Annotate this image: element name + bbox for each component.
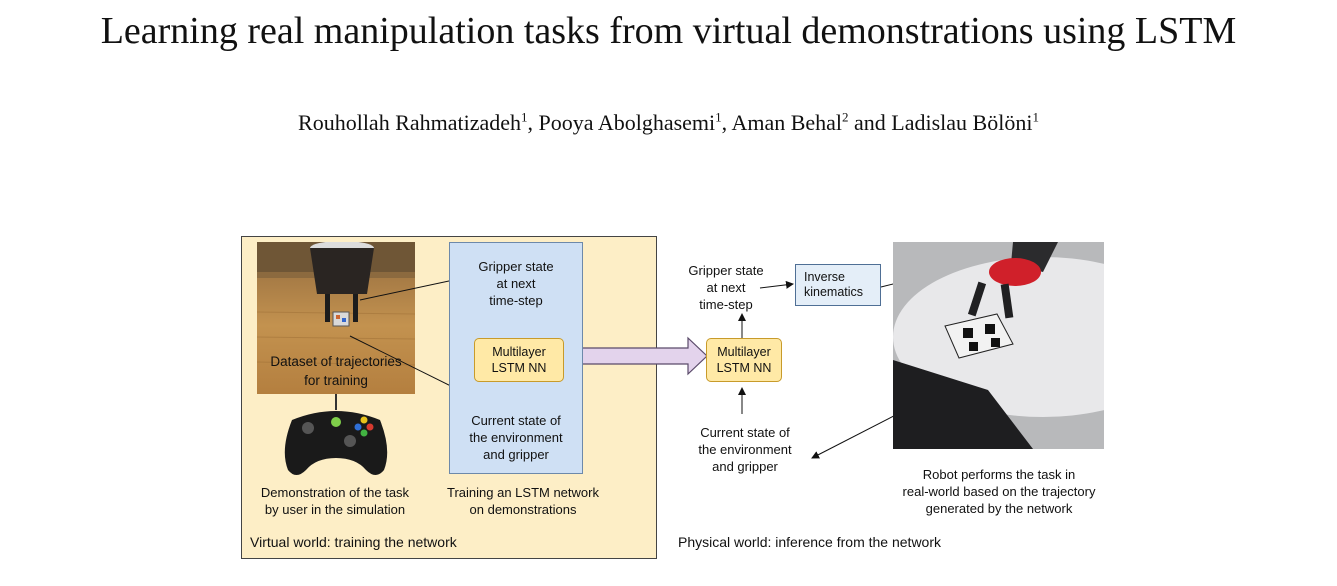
ik-label-line: kinematics	[804, 285, 864, 299]
gripper-next-state-label-physical: Gripper state at next time-step	[672, 262, 780, 313]
robot-scene	[893, 242, 1104, 449]
current-state-line: and gripper	[712, 459, 778, 474]
gripper-next-state-line: time-step	[699, 297, 753, 312]
ik-label-line: Inverse	[804, 270, 845, 284]
demonstration-label-line: Demonstration of the task	[260, 485, 410, 500]
author-name: Aman Behal	[731, 110, 843, 135]
physical-panel-caption: Physical world: inference from the netwo…	[678, 534, 941, 550]
simulation-scene	[257, 242, 415, 366]
lstm-label-line: Multilayer	[717, 345, 771, 359]
gripper-next-state-line: at next	[496, 276, 536, 291]
author-name: Ladislau Bölöni	[891, 110, 1033, 135]
training-label: Training an LSTM network on demonstratio…	[428, 484, 618, 518]
robot-photo	[893, 242, 1104, 449]
current-state-line: Current state of	[471, 413, 561, 428]
author-name: Rouhollah Rahmatizadeh	[298, 110, 522, 135]
gripper-next-state-line: Gripper state	[478, 259, 554, 274]
current-state-line: the environment	[698, 442, 792, 457]
robot-performs-line: Robot performs the task in	[922, 467, 1076, 482]
lstm-network-box: Multilayer LSTM NN	[474, 338, 564, 382]
author-separator: ,	[527, 110, 539, 135]
training-label-line: on demonstrations	[469, 502, 577, 517]
inverse-kinematics-box: Inverse kinematics	[795, 264, 881, 306]
author-separator: and	[848, 110, 892, 135]
author-affiliation: 1	[521, 109, 528, 125]
robot-performs-line: real-world based on the trajectory	[902, 484, 1096, 499]
author-affiliation: 1	[1032, 109, 1039, 125]
lstm-network-box-physical: Multilayer LSTM NN	[706, 338, 782, 382]
gripper-next-state-label: Gripper state at next time-step	[449, 258, 583, 309]
current-state-line: and gripper	[483, 447, 549, 462]
lstm-label-line: LSTM NN	[716, 361, 772, 375]
virtual-panel-caption: Virtual world: training the network	[250, 534, 457, 550]
demonstration-label: Demonstration of the task by user in the…	[241, 484, 429, 518]
robot-performs-line: generated by the network	[925, 501, 1073, 516]
gripper-next-state-line: Gripper state	[688, 263, 764, 278]
author-name: Pooya Abolghasemi	[538, 110, 716, 135]
robot-performs-label: Robot performs the task in real-world ba…	[884, 466, 1114, 517]
current-state-line: Current state of	[700, 425, 790, 440]
current-state-label: Current state of the environment and gri…	[449, 412, 583, 463]
training-label-line: Training an LSTM network	[447, 485, 599, 500]
lstm-label-line: Multilayer	[492, 345, 546, 359]
gripper-next-state-line: at next	[706, 280, 746, 295]
current-state-line: the environment	[469, 430, 563, 445]
author-affiliation: 1	[715, 109, 722, 125]
gripper-next-state-line: time-step	[489, 293, 543, 308]
lstm-label-line: LSTM NN	[491, 361, 547, 375]
author-list: Rouhollah Rahmatizadeh1, Pooya Abolghase…	[0, 108, 1337, 138]
dataset-label: Dataset of trajectories for training	[259, 352, 413, 390]
paper-title: Learning real manipulation tasks from vi…	[100, 10, 1237, 52]
author-affiliation: 2	[842, 109, 849, 125]
current-state-label-physical: Current state of the environment and gri…	[678, 424, 812, 475]
dataset-label-line: Dataset of trajectories	[270, 354, 402, 369]
dataset-label-line: for training	[304, 373, 368, 388]
author-separator: ,	[721, 110, 732, 135]
demonstration-label-line: by user in the simulation	[264, 502, 406, 517]
